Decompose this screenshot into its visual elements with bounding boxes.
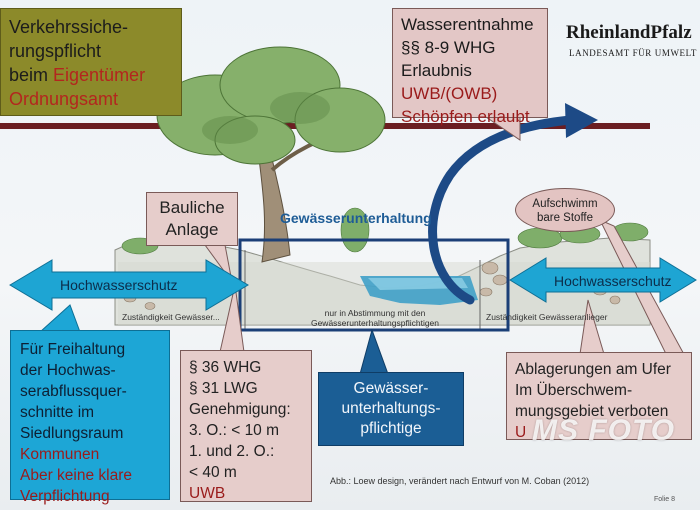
- gup-line-2: unterhaltungs-: [325, 399, 457, 419]
- we-line-3: Erlaubnis: [401, 59, 539, 82]
- right-hochwasser-label: Hochwasserschutz: [554, 273, 672, 289]
- law-line-6: < 40 m: [189, 462, 303, 483]
- fh-line-7: Aber keine klare: [20, 465, 160, 486]
- image-credit: Abb.: Loew design, verändert nach Entwur…: [330, 476, 589, 486]
- aufschwimmbare-stoffe-bubble: Aufschwimm bare Stoffe: [515, 188, 615, 232]
- we-line-4: UWB/(OWB): [401, 82, 539, 105]
- we-line-5: Schöpfen erlaubt: [401, 105, 539, 128]
- fh-line-5: Siedlungsraum: [20, 423, 160, 444]
- gup-line-3: pflichtige: [325, 419, 457, 439]
- law-line-2: § 31 LWG: [189, 378, 303, 399]
- slide-number: Folie 8: [654, 496, 675, 503]
- fh-line-8: Verpflichtung: [20, 486, 160, 507]
- zustaendigkeit-right-label: Zuständigkeit Gewässeranlieger: [486, 312, 607, 322]
- photo-watermark: MS FOTO: [532, 414, 675, 448]
- withdrawal-arrow-head: [565, 103, 598, 138]
- fh-line-6: Kommunen: [20, 444, 160, 465]
- abstimmung-line-1: nur in Abstimmung mit den: [300, 308, 450, 318]
- ab-line-2: Im Überschwem-: [515, 380, 683, 401]
- law-line-3: Genehmigung:: [189, 399, 303, 420]
- bauliche-anlage-box: Bauliche Anlage: [146, 192, 238, 246]
- gewaesserunterhaltungspflichtige-box: Gewässer- unterhaltungs- pflichtige: [318, 372, 464, 446]
- fh-line-3: serabflussquer-: [20, 381, 160, 402]
- verkehrssicherung-box: Verkehrssiche- rungspflicht beim Eigentü…: [0, 8, 182, 116]
- wasserentnahme-box: Wasserentnahme §§ 8-9 WHG Erlaubnis UWB/…: [392, 8, 548, 118]
- fh-line-1: Für Freihaltung: [20, 339, 160, 360]
- as-line-2: bare Stoffe: [516, 211, 614, 225]
- gewaesserunterhaltung-title: Gewässerunterhaltung: [280, 210, 432, 226]
- vs-line-3-prefix: beim: [9, 65, 53, 85]
- gu-box-pointer: [360, 330, 388, 374]
- ba-line-1: Bauliche: [153, 197, 231, 219]
- vs-line-3: beim Eigentümer: [9, 63, 173, 87]
- left-blue-pointer: [40, 305, 80, 332]
- abstimmung-label: nur in Abstimmung mit den Gewässerunterh…: [300, 308, 450, 328]
- vs-line-4: Ordnungsamt: [9, 87, 173, 111]
- law-line-7: UWB: [189, 483, 303, 504]
- zustaendigkeit-left-label: Zuständigkeit Gewässer...: [122, 312, 220, 322]
- we-line-2: §§ 8-9 WHG: [401, 36, 539, 59]
- law-line-5: 1. und 2. O.:: [189, 441, 303, 462]
- ba-line-2: Anlage: [153, 219, 231, 241]
- left-hochwasser-label: Hochwasserschutz: [60, 277, 178, 293]
- logo-rheinland-pfalz: RheinlandPfalz: [566, 22, 692, 44]
- vs-line-3-eigentuemer: Eigentümer: [53, 65, 145, 85]
- fh-line-2: der Hochwas-: [20, 360, 160, 381]
- ab-line-1: Ablagerungen am Ufer: [515, 359, 683, 380]
- freihaltung-box: Für Freihaltung der Hochwas- serabflussq…: [10, 330, 170, 500]
- law-line-4: 3. O.: < 10 m: [189, 420, 303, 441]
- fh-line-4: schnitte im: [20, 402, 160, 423]
- vs-line-2: rungspflicht: [9, 39, 173, 63]
- logo-subtitle: LANDESAMT FÜR UMWELT: [569, 48, 697, 58]
- gup-line-1: Gewässer-: [325, 379, 457, 399]
- abstimmung-line-2: Gewässerunterhaltungspflichtigen: [300, 318, 450, 328]
- genehmigung-box: § 36 WHG § 31 LWG Genehmigung: 3. O.: < …: [180, 350, 312, 502]
- as-line-1: Aufschwimm: [516, 197, 614, 211]
- vs-line-1: Verkehrssiche-: [9, 15, 173, 39]
- law-line-1: § 36 WHG: [189, 357, 303, 378]
- we-line-1: Wasserentnahme: [401, 13, 539, 36]
